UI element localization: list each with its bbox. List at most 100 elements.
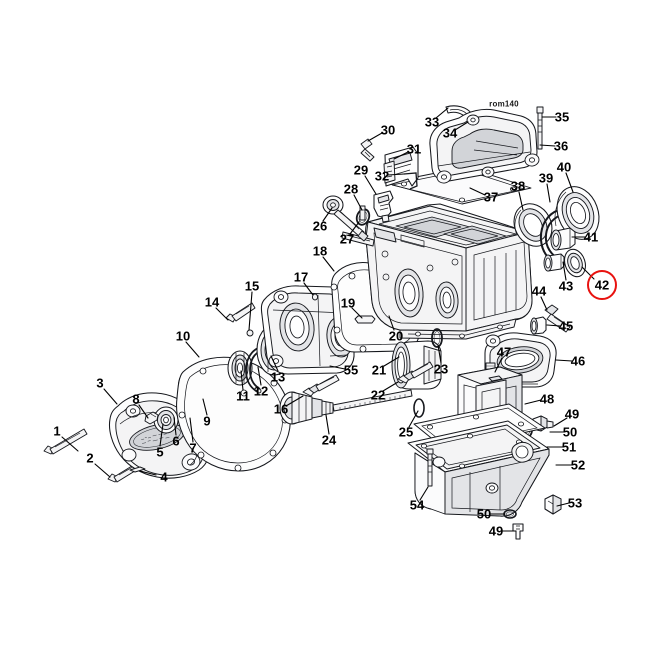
- callout-number-28[interactable]: 28: [343, 181, 359, 197]
- part-sensor-29: [373, 190, 394, 223]
- callout-number-27[interactable]: 27: [339, 231, 355, 247]
- leader-line-38: [518, 191, 524, 211]
- callout-number-38[interactable]: 38: [510, 178, 526, 194]
- part-dowel-17: [311, 293, 319, 301]
- leader-line-29: [364, 175, 377, 195]
- leader-line-25: [408, 410, 419, 428]
- leader-line-37: [469, 187, 486, 196]
- callout-number-25[interactable]: 25: [398, 424, 414, 440]
- callout-number-19[interactable]: 19: [340, 295, 356, 311]
- leader-line-55: [329, 365, 346, 370]
- leader-line-43: [562, 261, 567, 281]
- part-bushing-43: [543, 253, 565, 272]
- leader-line-36: [539, 144, 556, 147]
- leader-line-15: [248, 291, 253, 331]
- callout-number-53[interactable]: 53: [567, 495, 583, 511]
- callout-number-39[interactable]: 39: [538, 170, 554, 186]
- part-bolt-54: [426, 448, 434, 487]
- callout-number-17[interactable]: 17: [293, 269, 309, 285]
- callout-number-52[interactable]: 52: [570, 457, 586, 473]
- callout-number-11[interactable]: 11: [236, 388, 250, 404]
- callout-number-41[interactable]: 41: [583, 229, 599, 245]
- callout-number-44[interactable]: 44: [531, 283, 547, 299]
- leader-line-9: [202, 398, 208, 416]
- part-dipstick-25: [332, 389, 425, 418]
- leader-line-39: [546, 183, 551, 203]
- leader-line-3: [103, 388, 118, 405]
- leader-line-45: [546, 324, 561, 327]
- callout-number-40[interactable]: 40: [556, 159, 572, 175]
- callout-number-26[interactable]: 26: [312, 218, 328, 234]
- callout-number-32[interactable]: 32: [374, 168, 390, 184]
- callout-number-35[interactable]: 35: [554, 109, 570, 125]
- leader-line-26: [322, 207, 333, 222]
- callout-number-8[interactable]: 8: [132, 391, 140, 407]
- callout-number-16[interactable]: 16: [273, 401, 289, 417]
- leader-line-28: [353, 194, 363, 211]
- callout-number-33[interactable]: 33: [424, 114, 440, 130]
- leader-line-53: [556, 502, 570, 507]
- leader-line-40: [565, 172, 574, 193]
- callout-number-54[interactable]: 54: [409, 497, 425, 513]
- callout-number-3[interactable]: 3: [96, 375, 104, 391]
- callout-number-45[interactable]: 45: [558, 318, 574, 334]
- leader-line-16: [285, 395, 304, 407]
- highlight-ring-42[interactable]: [587, 270, 617, 300]
- callout-number-6[interactable]: 6: [172, 433, 180, 449]
- callout-number-7[interactable]: 7: [189, 440, 197, 456]
- callout-number-42[interactable]: 42: [594, 277, 610, 293]
- callout-number-55[interactable]: 55: [343, 362, 359, 378]
- callout-number-15[interactable]: 15: [244, 278, 260, 294]
- callout-number-21[interactable]: 21: [371, 362, 387, 378]
- callout-number-5[interactable]: 5: [156, 444, 164, 460]
- callout-number-49b[interactable]: 49: [488, 523, 504, 539]
- leader-line-17: [303, 282, 314, 296]
- callout-number-48[interactable]: 48: [539, 391, 555, 407]
- callout-number-9[interactable]: 9: [203, 413, 211, 429]
- part-bushing-41: [550, 227, 576, 251]
- callout-number-50[interactable]: 50: [562, 424, 578, 440]
- leader-line-46: [555, 359, 573, 362]
- part-dowel-19: [354, 315, 376, 324]
- part-bolt-30: [360, 138, 375, 162]
- callout-number-23[interactable]: 23: [433, 361, 449, 377]
- callout-number-1[interactable]: 1: [53, 423, 61, 439]
- callout-number-18[interactable]: 18: [312, 243, 328, 259]
- callout-number-47[interactable]: 47: [496, 344, 512, 360]
- callout-number-51[interactable]: 51: [561, 439, 577, 455]
- leader-line-48: [524, 399, 542, 405]
- callout-number-46[interactable]: 46: [570, 353, 586, 369]
- callout-number-31[interactable]: 31: [406, 141, 422, 157]
- callout-number-49[interactable]: 49: [564, 406, 580, 422]
- leader-line-27: [349, 221, 360, 235]
- leader-line-18: [322, 256, 335, 272]
- callout-number-29[interactable]: 29: [353, 162, 369, 178]
- callout-number-24[interactable]: 24: [321, 432, 337, 448]
- leader-line-6: [173, 416, 177, 436]
- callout-number-36[interactable]: 36: [553, 138, 569, 154]
- callout-number-13[interactable]: 13: [270, 369, 286, 385]
- leader-lines: [61, 107, 595, 532]
- callout-number-2[interactable]: 2: [86, 450, 94, 466]
- callout-number-4[interactable]: 4: [160, 469, 168, 485]
- leader-line-2: [94, 463, 111, 478]
- leader-line-31: [393, 151, 409, 160]
- leader-line-33: [435, 107, 449, 119]
- callout-number-10[interactable]: 10: [175, 328, 191, 344]
- callout-number-14[interactable]: 14: [204, 294, 220, 310]
- callout-number-30[interactable]: 30: [380, 122, 396, 138]
- callout-number-20[interactable]: 20: [388, 328, 404, 344]
- callout-number-50b[interactable]: 50: [476, 506, 492, 522]
- callout-number-34[interactable]: 34: [442, 125, 458, 141]
- part-valve-26: [322, 195, 369, 242]
- callout-number-37[interactable]: 37: [483, 189, 499, 205]
- callout-number-43[interactable]: 43: [558, 278, 574, 294]
- leader-line-23: [437, 344, 442, 364]
- callout-number-22[interactable]: 22: [370, 387, 386, 403]
- part-thrust-washer-42: [564, 248, 586, 278]
- leader-line-24: [325, 414, 330, 435]
- leader-line-44: [540, 296, 548, 311]
- leader-line-12: [257, 366, 262, 386]
- leader-line-47: [494, 357, 503, 373]
- callout-number-12[interactable]: 12: [253, 383, 269, 399]
